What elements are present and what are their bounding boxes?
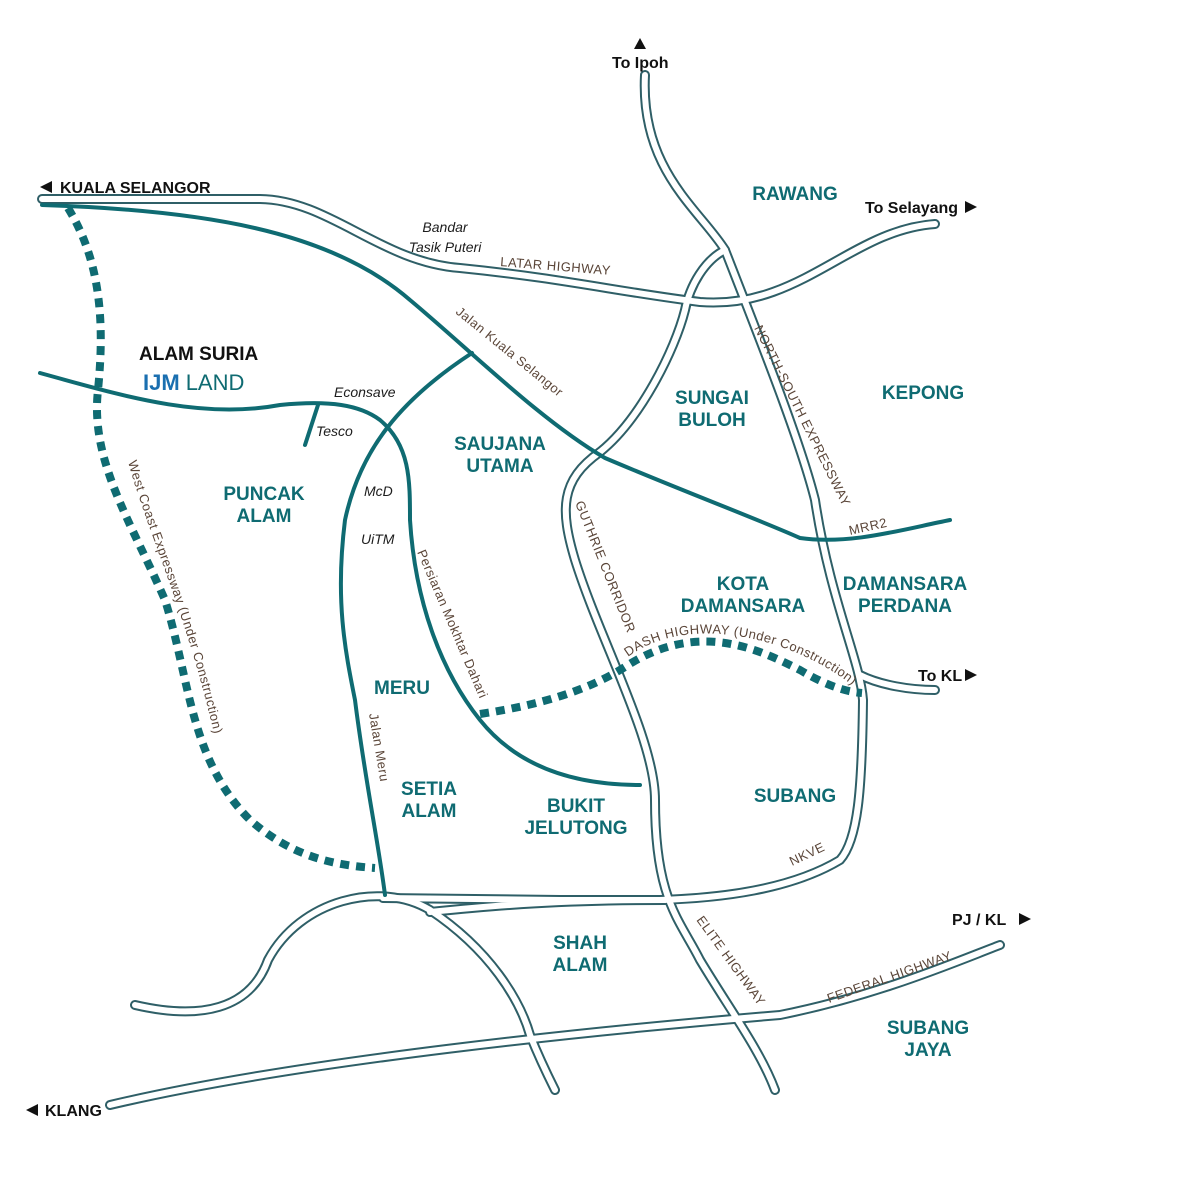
- poi-bandar-tasik-puteri-line2: Tasik Puteri: [409, 239, 483, 255]
- project-title: ALAM SURIA: [139, 344, 259, 365]
- area-saujana-utama-line2: UTAMA: [466, 456, 533, 477]
- area-saujana-utama-line1: SAUJANA: [454, 434, 546, 455]
- area-setia-alam-line2: ALAM: [402, 801, 457, 822]
- area-sungai-buloh-line1: SUNGAI: [675, 388, 749, 409]
- arrow-right-icon: [965, 201, 977, 213]
- area-puncak-alam-line2: ALAM: [237, 506, 292, 527]
- road-label-jalan-meru: Jalan Meru: [366, 712, 392, 783]
- arrow-up-icon: [634, 38, 646, 49]
- area-bukit-jelutong-line2: JELUTONG: [524, 818, 627, 839]
- area-meru: MERU: [374, 678, 430, 699]
- klang-label: KLANG: [45, 1103, 102, 1120]
- logo-ijm: IJM: [143, 370, 180, 395]
- area-setia-alam-line1: SETIA: [401, 779, 457, 800]
- road-label-north-south-expressway: NORTH-SOUTH EXPRESSWAY: [751, 323, 854, 509]
- poi-uitm: UiTM: [361, 531, 395, 547]
- jalan-kuala-selangor-road: [40, 203, 952, 542]
- econsave-road: [38, 371, 642, 787]
- direction-arrows: [26, 38, 1031, 1116]
- tesco-spur-road: [303, 403, 320, 447]
- arrow-right-icon: [965, 669, 977, 681]
- road-label-nkve: NKVE: [787, 839, 827, 869]
- jalan-meru-road: [338, 351, 474, 897]
- poi-bandar-tasik-puteri-line1: Bandar: [422, 219, 468, 235]
- area-rawang: RAWANG: [752, 184, 838, 205]
- poi-labels: Bandar Tasik Puteri Econsave Tesco McD U…: [316, 219, 482, 547]
- to-ipoh-label: To Ipoh: [612, 55, 669, 72]
- poi-econsave: Econsave: [334, 384, 396, 400]
- road-label-federal-highway: FEDERAL HIGHWAY: [825, 948, 954, 1006]
- logo-land: LAND: [186, 370, 245, 395]
- road-label-dash-highway: DASH HIGHWAY (Under Construction): [621, 621, 860, 687]
- arrow-left-icon: [40, 181, 52, 193]
- to-selayang-label: To Selayang: [865, 200, 958, 217]
- area-kepong: KEPONG: [882, 383, 964, 404]
- area-labels: RAWANG KEPONG SUNGAI BULOH SAUJANA UTAMA…: [223, 184, 969, 1061]
- direction-labels: To Ipoh KUALA SELANGOR To Selayang To KL…: [45, 55, 1006, 1120]
- poi-mcd: McD: [364, 483, 393, 499]
- area-subang-jaya-line1: SUBANG: [887, 1018, 969, 1039]
- pj-kl-label: PJ / KL: [952, 912, 1006, 929]
- teal-roads: [38, 203, 952, 897]
- road-label-west-coast-expressway: West Coast Expressway (Under Constructio…: [125, 459, 226, 736]
- area-bukit-jelutong-line1: BUKIT: [547, 796, 605, 817]
- area-kota-damansara-line1: KOTA: [717, 574, 770, 595]
- area-sungai-buloh-line2: BULOH: [678, 410, 746, 431]
- area-subang-jaya-line2: JAYA: [904, 1040, 951, 1061]
- area-shah-alam-line2: ALAM: [553, 955, 608, 976]
- area-damansara-perdana-line2: PERDANA: [858, 596, 952, 617]
- area-subang: SUBANG: [754, 786, 836, 807]
- area-shah-alam-line1: SHAH: [553, 933, 607, 954]
- dash-highway-road: [479, 637, 863, 718]
- arrow-right-icon: [1019, 913, 1031, 925]
- kuala-selangor-label: KUALA SELANGOR: [60, 180, 211, 197]
- arrow-left-icon: [26, 1104, 38, 1116]
- area-damansara-perdana-line1: DAMANSARA: [843, 574, 968, 595]
- poi-tesco: Tesco: [316, 423, 353, 439]
- to-kl-label: To KL: [918, 668, 962, 685]
- planned-roads: [64, 205, 863, 872]
- area-kota-damansara-line2: DAMANSARA: [681, 596, 806, 617]
- west-coast-expressway-road: [64, 205, 376, 872]
- area-puncak-alam-line1: PUNCAK: [223, 484, 305, 505]
